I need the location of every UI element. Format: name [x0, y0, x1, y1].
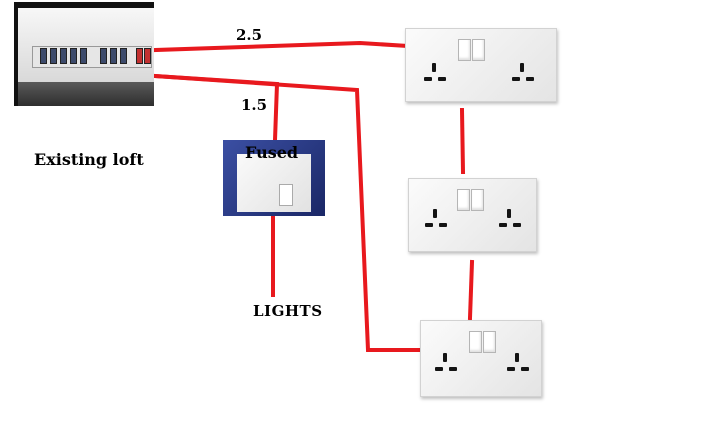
existing-loft-label: Existing loft [34, 150, 144, 169]
wire-socket-1-to-socket-2 [459, 107, 466, 175]
consumer-unit-image [14, 2, 154, 106]
wire-2-5-to-socket-1 [152, 40, 411, 53]
double-socket-image [405, 28, 557, 102]
fused-spur-image [223, 140, 325, 216]
cable-size-1-5-label: 1.5 [241, 96, 268, 114]
fused-label: Fused [245, 143, 299, 162]
cable-size-2-5-label: 2.5 [236, 26, 263, 44]
lights-label: LIGHTS [253, 302, 323, 320]
wire-to-socket-3 [152, 73, 420, 352]
double-socket-image [408, 178, 537, 252]
wire-socket-2-to-socket-3 [467, 259, 475, 321]
double-socket-image [420, 320, 542, 397]
